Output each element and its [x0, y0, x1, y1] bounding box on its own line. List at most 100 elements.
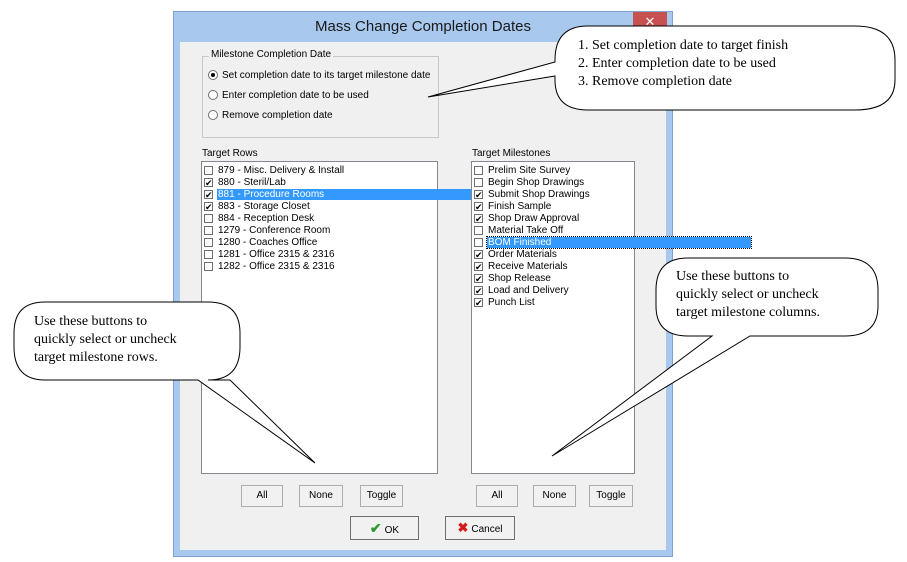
callout-line: 3. Remove completion date: [578, 74, 732, 89]
callout-rows-text: Use these buttons to quickly select or u…: [34, 313, 177, 367]
callout-options-balloon: [427, 25, 896, 111]
checkbox[interactable]: [474, 225, 483, 235]
list-item[interactable]: 1281 - Office 2315 & 2316: [204, 248, 435, 260]
checkbox[interactable]: [474, 165, 483, 175]
list-item[interactable]: ✔ 880 - Steril/Lab: [204, 176, 435, 188]
cancel-button[interactable]: ✖Cancel: [445, 516, 515, 540]
callout-line: quickly select or uncheck: [34, 332, 177, 347]
radio-indicator: [208, 90, 218, 100]
list-item[interactable]: 1279 - Conference Room: [204, 224, 435, 236]
callout-line: quickly select or uncheck: [676, 287, 819, 302]
list-item-label: Submit Shop Drawings: [488, 188, 590, 200]
callout-line: 1. Set completion date to target finish: [578, 38, 789, 53]
milestones-none-button[interactable]: None: [533, 485, 576, 507]
list-item-label: Material Take Off: [488, 224, 564, 236]
list-item-label: 1281 - Office 2315 & 2316: [218, 248, 335, 260]
radio-label: Set completion date to its target milest…: [222, 69, 431, 81]
list-item[interactable]: ✔ 883 - Storage Closet: [204, 200, 435, 212]
callout-line: target milestone rows.: [34, 350, 158, 365]
checkbox[interactable]: [204, 225, 213, 235]
checkbox[interactable]: [474, 177, 483, 187]
list-item[interactable]: Prelim Site Survey: [474, 164, 632, 176]
list-item[interactable]: ✔ Load and Delivery: [474, 284, 632, 296]
radio-set-target-date[interactable]: Set completion date to its target milest…: [208, 67, 430, 83]
milestones-all-button[interactable]: All: [476, 485, 518, 507]
radio-label: Remove completion date: [222, 109, 333, 121]
list-item[interactable]: 1280 - Coaches Office: [204, 236, 435, 248]
callout-line: 2. Enter completion date to be used: [578, 56, 776, 71]
checkbox[interactable]: [204, 213, 213, 223]
checkbox[interactable]: ✔: [474, 201, 483, 212]
checkbox[interactable]: ✔: [204, 177, 213, 188]
list-item[interactable]: ✔ Submit Shop Drawings: [474, 188, 632, 200]
list-item-label: Receive Materials: [488, 260, 568, 272]
list-item[interactable]: Material Take Off: [474, 224, 632, 236]
list-item[interactable]: ✔ Shop Release: [474, 272, 632, 284]
checkbox[interactable]: ✔: [204, 189, 213, 200]
callout-columns-text: Use these buttons to quickly select or u…: [676, 268, 820, 322]
rows-all-button[interactable]: All: [241, 485, 283, 507]
list-item-label: Prelim Site Survey: [488, 164, 571, 176]
list-item-label: Punch List: [488, 296, 535, 308]
checkbox[interactable]: ✔: [204, 201, 213, 212]
list-item-label: 880 - Steril/Lab: [218, 176, 286, 188]
checkbox[interactable]: ✔: [474, 273, 483, 284]
milestones-toggle-button[interactable]: Toggle: [589, 485, 633, 507]
list-item[interactable]: Begin Shop Drawings: [474, 176, 632, 188]
list-item[interactable]: ✔Order Materials: [474, 248, 632, 260]
checkbox[interactable]: [204, 261, 213, 271]
list-item-label: 883 - Storage Closet: [218, 200, 310, 212]
list-item[interactable]: 1282 - Office 2315 & 2316: [204, 260, 435, 272]
checkbox[interactable]: ✔: [474, 261, 483, 272]
list-item[interactable]: BOM Finished: [474, 235, 753, 249]
list-item-label: 881 - Procedure Rooms: [217, 188, 525, 200]
list-item-label: Finish Sample: [488, 200, 552, 212]
milestone-completion-group: Milestone Completion Date Set completion…: [202, 49, 439, 138]
target-milestones-label: Target Milestones: [472, 148, 551, 159]
ok-label: OK: [384, 525, 400, 536]
list-item[interactable]: 879 - Misc. Delivery & Install: [204, 164, 435, 176]
target-rows-list[interactable]: 879 - Misc. Delivery & Install ✔ 880 - Ste…: [201, 161, 525, 474]
callout-line: Use these buttons to: [676, 269, 790, 284]
callout-line: target milestone columns.: [676, 305, 820, 320]
radio-enter-date[interactable]: Enter completion date to be used: [208, 87, 369, 103]
checkbox[interactable]: ✔: [474, 213, 483, 224]
radio-remove-date[interactable]: Remove completion date: [208, 107, 333, 123]
list-item-label: 879 - Misc. Delivery & Install: [218, 164, 345, 176]
cancel-icon: ✖: [457, 520, 469, 535]
list-item[interactable]: ✔881 - Procedure Rooms: [204, 188, 525, 200]
window-title: Mass Change Completion Dates: [315, 18, 531, 35]
callout-options-text: 1. Set completion date to target finish …: [578, 37, 788, 91]
list-item-label: Begin Shop Drawings: [488, 176, 585, 188]
checkbox[interactable]: [204, 165, 213, 175]
dialog-client-area: Milestone Completion Date Set completion…: [180, 42, 753, 550]
list-item[interactable]: 884 - Reception Desk: [204, 212, 435, 224]
list-item[interactable]: ✔ Shop Draw Approval: [474, 212, 632, 224]
checkbox[interactable]: ✔: [474, 189, 483, 200]
list-item-label: Shop Draw Approval: [488, 212, 580, 224]
list-item[interactable]: ✔ Punch List: [474, 296, 632, 308]
callout-columns-balloon: [551, 257, 879, 457]
checkbox[interactable]: ✔: [474, 297, 483, 308]
list-item-label: 1279 - Conference Room: [218, 224, 331, 236]
checkbox[interactable]: [204, 237, 213, 247]
checkbox[interactable]: [474, 237, 483, 247]
checkbox[interactable]: [204, 249, 213, 259]
list-item-label: BOM Finished: [485, 235, 753, 249]
list-item-label: Shop Release: [488, 272, 551, 284]
callout-line: Use these buttons to: [34, 314, 148, 329]
checkbox[interactable]: ✔: [474, 285, 483, 296]
radio-indicator: [208, 70, 218, 80]
milestone-group-title: Milestone Completion Date: [209, 49, 334, 60]
list-item[interactable]: ✔ Receive Materials: [474, 260, 632, 272]
list-item-label: 1280 - Coaches Office: [218, 236, 318, 248]
cancel-label: Cancel: [471, 524, 503, 535]
rows-none-button[interactable]: None: [299, 485, 343, 507]
checkbox[interactable]: ✔: [474, 249, 483, 260]
radio-label: Enter completion date to be used: [222, 89, 369, 101]
list-item-label: Load and Delivery: [488, 284, 569, 296]
rows-toggle-button[interactable]: Toggle: [360, 485, 403, 507]
ok-button[interactable]: ✔OK: [350, 516, 419, 540]
list-item[interactable]: ✔ Finish Sample: [474, 200, 632, 212]
